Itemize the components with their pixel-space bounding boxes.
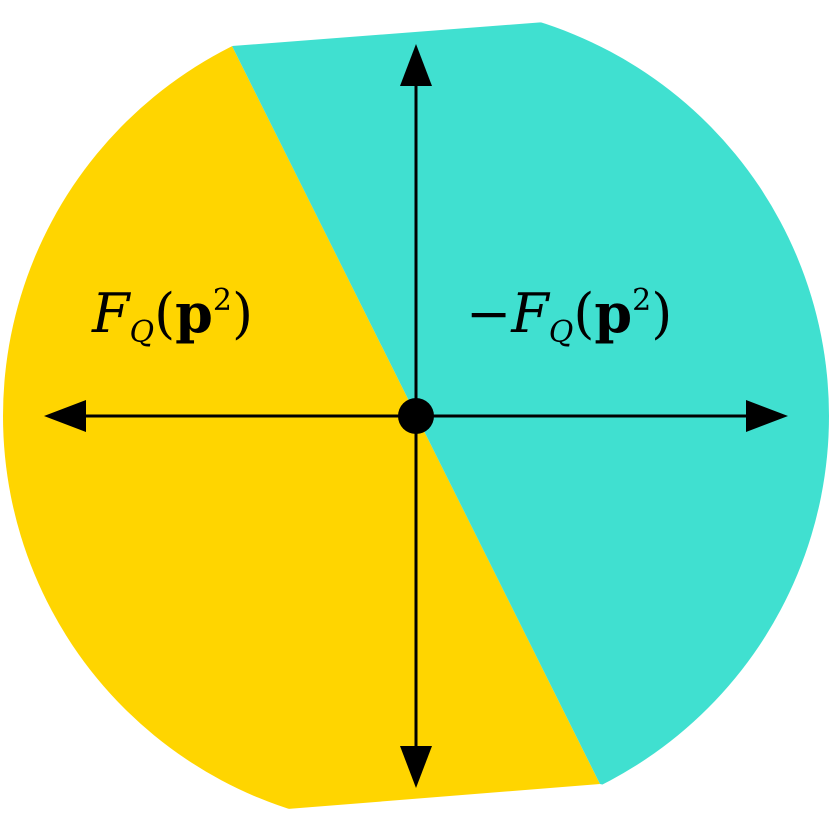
left-label-open-paren: ( [154, 282, 175, 345]
right-label-close-paren: ) [651, 282, 672, 345]
right-label-script-f: F [510, 282, 551, 345]
right-label-bold-p: p [594, 281, 632, 345]
arrow-up-icon [400, 44, 432, 86]
left-label-superscript: 2 [213, 283, 232, 318]
arrow-down-icon [400, 746, 432, 788]
left-label-close-paren: ) [232, 282, 253, 345]
arrow-left-icon [44, 400, 86, 432]
left-label-bold-p: p [175, 281, 213, 345]
origin-dot-icon [398, 398, 434, 434]
right-label-superscript: 2 [632, 283, 651, 318]
left-region-label: FQ(p2) [91, 281, 253, 350]
axes [44, 44, 788, 788]
right-region-label: −FQ(p2) [466, 281, 672, 350]
arrow-right-icon [746, 400, 788, 432]
left-label-subscript: Q [129, 315, 154, 350]
right-label-minus: − [466, 282, 511, 345]
left-label-script-f: F [91, 282, 132, 345]
right-label-subscript: Q [549, 315, 574, 350]
right-label-open-paren: ( [573, 282, 594, 345]
